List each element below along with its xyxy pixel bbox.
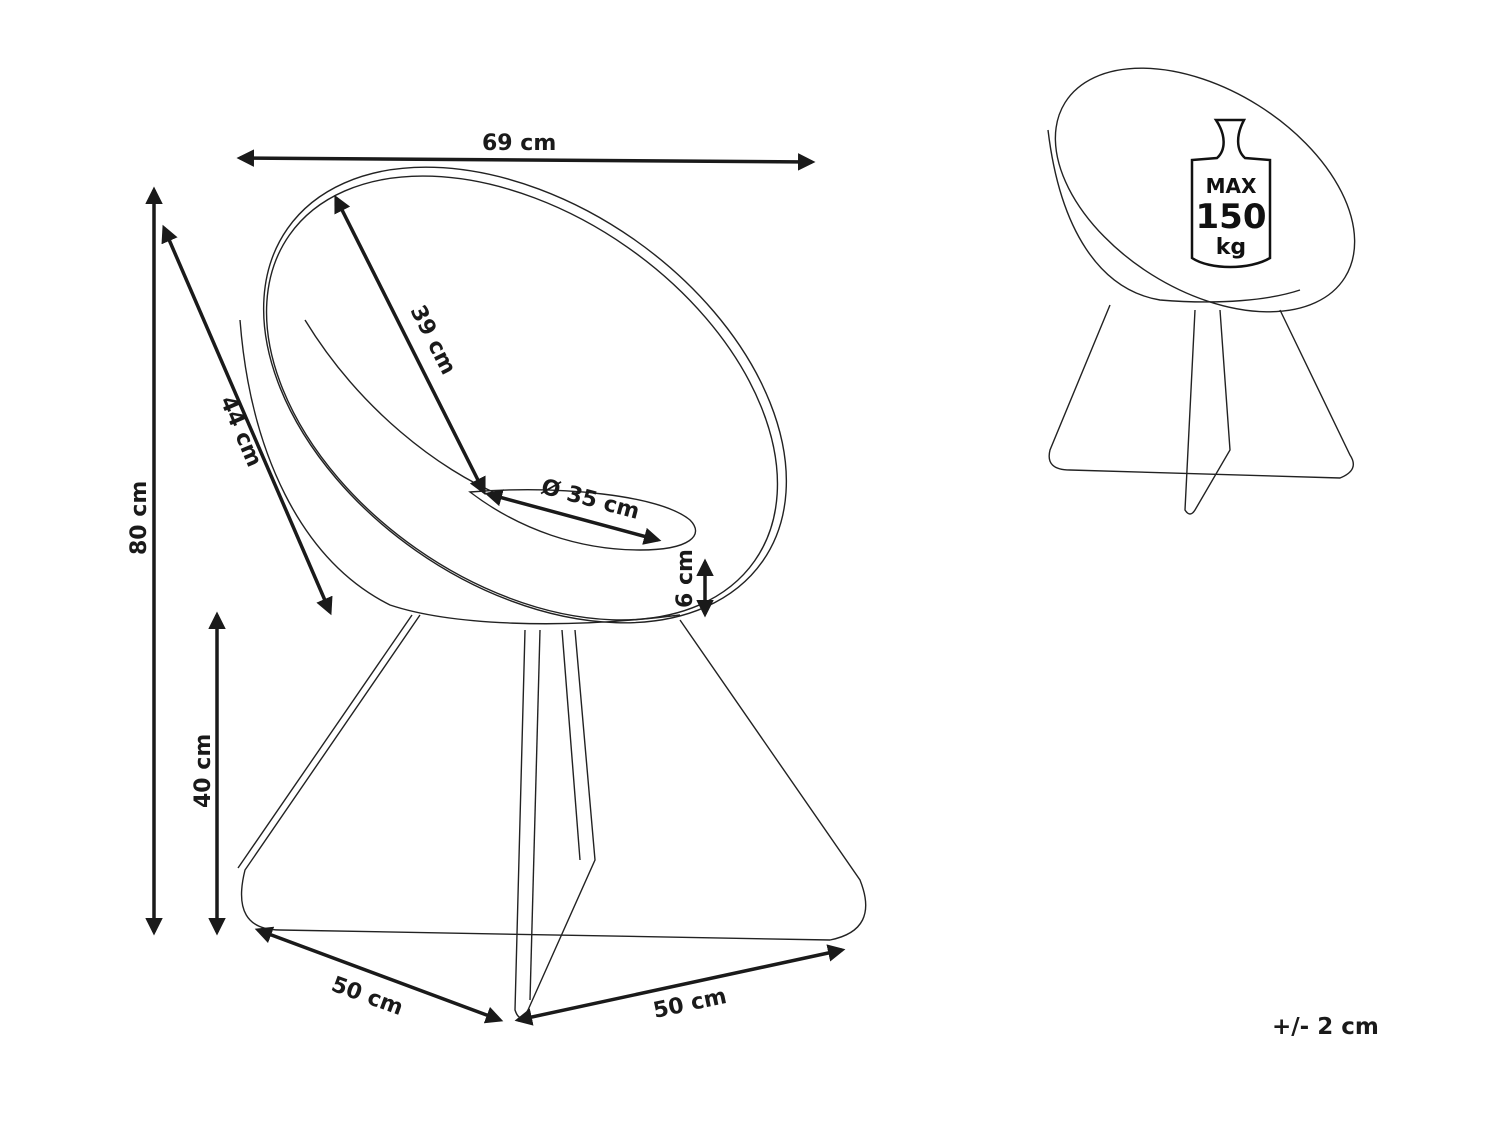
chair-main-drawing	[237, 166, 867, 1019]
cushion-label: 6 cm	[673, 549, 698, 608]
height-label: 80 cm	[127, 481, 152, 555]
backrest-label: 44 cm	[214, 393, 266, 471]
load-unit: kg	[1216, 235, 1246, 260]
width-label: 69 cm	[482, 131, 556, 156]
chair-thumbnail	[1047, 67, 1356, 515]
seat-height-label: 40 cm	[191, 734, 216, 808]
load-max-label: MAX	[1206, 174, 1257, 198]
seat-diameter-label: Ø 35 cm	[538, 475, 642, 525]
tolerance-note: +/- 2 cm	[1272, 1014, 1379, 1040]
seat-depth-label: 39 cm	[405, 301, 461, 379]
load-value: 150	[1196, 197, 1267, 237]
dimension-lines	[145, 149, 846, 1026]
weight-icon	[1190, 118, 1272, 269]
